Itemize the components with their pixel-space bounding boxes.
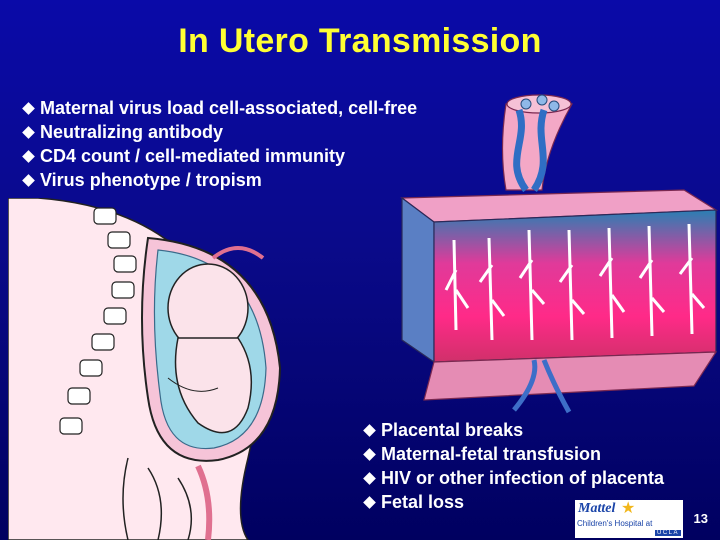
page-number: 13 xyxy=(693,511,708,526)
logo-name: Mattel xyxy=(578,501,616,516)
list-item: Placental breaks xyxy=(361,418,664,442)
bullet-text: Neutralizing antibody xyxy=(40,122,224,142)
diamond-bullet-icon xyxy=(363,423,376,437)
transmission-factors-list: Maternal virus load cell-associated, cel… xyxy=(20,96,417,192)
bullet-text: Placental breaks xyxy=(381,420,524,440)
logo-university: UCLA xyxy=(654,530,681,536)
transmission-mechanisms-list: Placental breaks Maternal-fetal transfus… xyxy=(361,418,664,514)
mattel-childrens-hospital-logo: Mattel ★ Children's Hospital at UCLA xyxy=(575,500,683,538)
list-item: Maternal-fetal transfusion xyxy=(361,442,664,466)
star-icon: ★ xyxy=(621,500,636,517)
bullet-text: Maternal-fetal transfusion xyxy=(381,444,602,464)
diamond-bullet-icon xyxy=(363,447,376,461)
logo-subtitle: Children's Hospital at xyxy=(577,519,653,528)
list-item: HIV or other infection of placenta xyxy=(361,466,664,490)
diamond-bullet-icon xyxy=(363,471,376,485)
diamond-bullet-icon xyxy=(22,125,35,139)
diamond-bullet-icon xyxy=(22,173,35,187)
list-item: Maternal virus load cell-associated, cel… xyxy=(20,96,417,120)
bullet-text: Maternal virus load cell-associated, cel… xyxy=(40,98,418,118)
placenta-cross-section-illustration xyxy=(400,94,718,414)
bullet-text: CD4 count / cell-mediated immunity xyxy=(40,146,346,166)
list-item: Fetal loss xyxy=(361,490,664,514)
diamond-bullet-icon xyxy=(363,495,376,509)
list-item: Virus phenotype / tropism xyxy=(20,168,417,192)
bullet-text: Fetal loss xyxy=(381,492,465,512)
bullet-text: HIV or other infection of placenta xyxy=(381,468,665,488)
bullet-text: Virus phenotype / tropism xyxy=(40,170,262,190)
slide-title: In Utero Transmission xyxy=(178,22,542,60)
diamond-bullet-icon xyxy=(22,149,35,163)
list-item: CD4 count / cell-mediated immunity xyxy=(20,144,417,168)
pregnant-uterus-illustration xyxy=(8,198,282,540)
diamond-bullet-icon xyxy=(22,101,35,115)
list-item: Neutralizing antibody xyxy=(20,120,417,144)
